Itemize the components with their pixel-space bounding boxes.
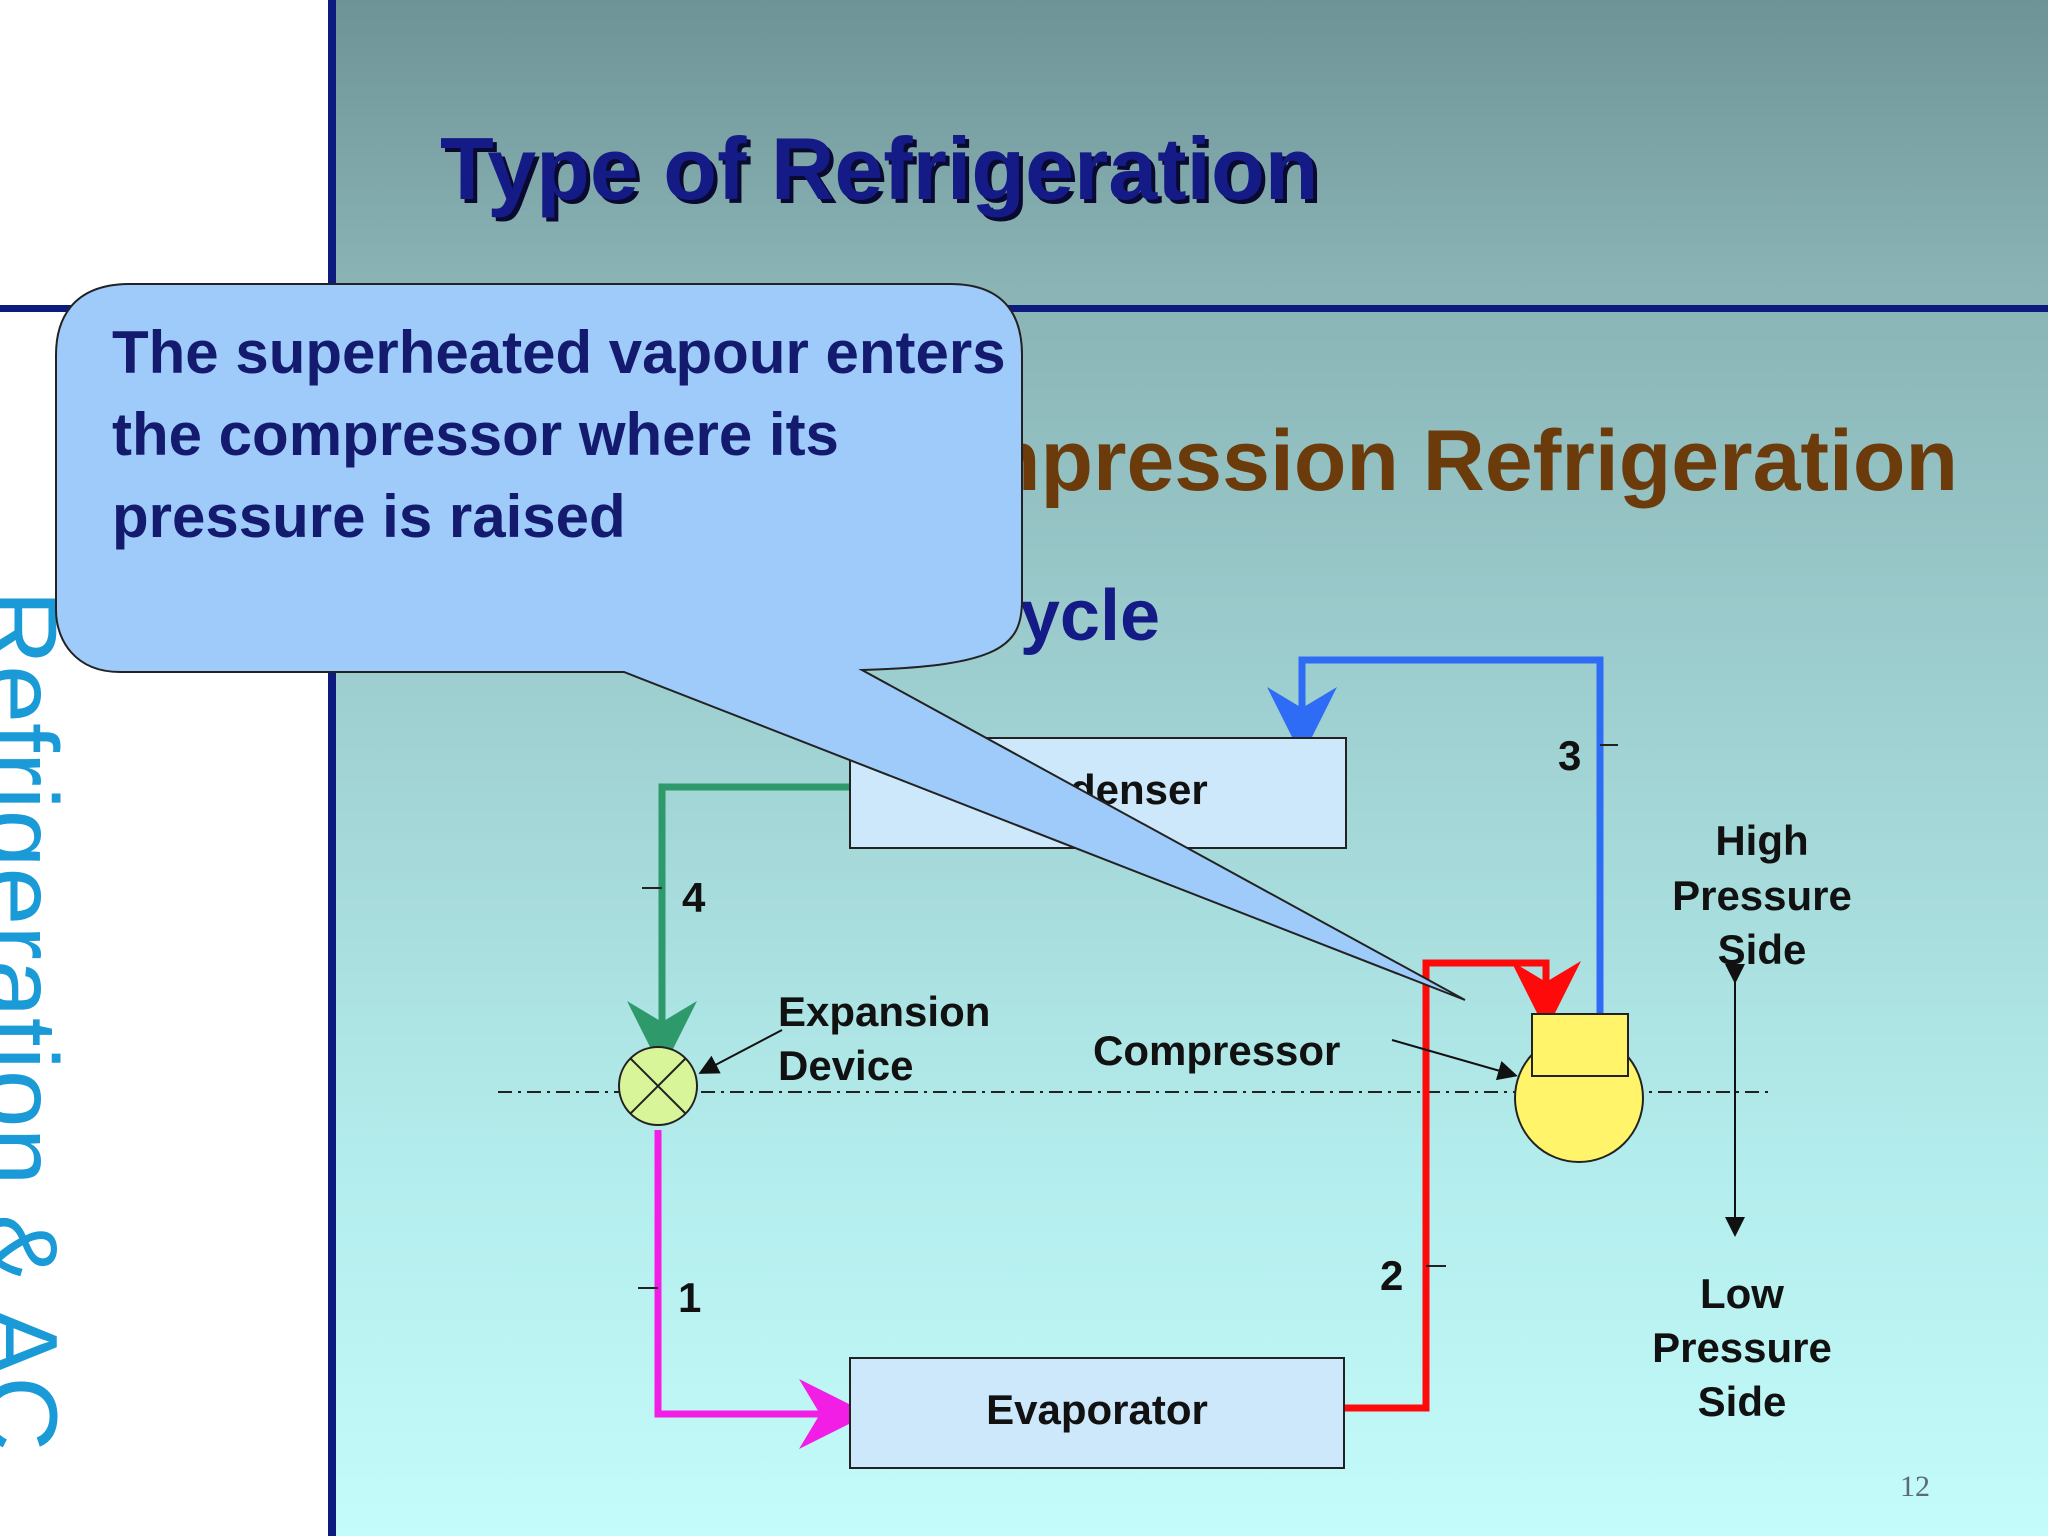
- page-number: 12: [1900, 1470, 1930, 1503]
- expansion-pointer-arrow: [698, 1029, 783, 1074]
- discharge-line: [1267, 656, 1604, 1016]
- low-side-label-line2: Pressure: [1652, 1324, 1832, 1371]
- slide-title: Type of Refrigeration: [440, 119, 1319, 218]
- expansion-device-label-line1: Expansion: [778, 988, 990, 1035]
- state-point-1: 1: [678, 1274, 701, 1321]
- compressor-icon: [1514, 1013, 1644, 1163]
- compressor-label: Compressor: [1093, 1027, 1340, 1074]
- state-point-2: 2: [1380, 1252, 1403, 1299]
- callout-text: The superheated vapour enters the compre…: [112, 319, 1006, 550]
- expansion-valve-icon: [618, 1046, 698, 1126]
- high-side-label-line1: High: [1715, 817, 1808, 864]
- suction-line: [1344, 959, 1581, 1412]
- liquid-line: [627, 783, 850, 1071]
- low-side-label-line1: Low: [1700, 1270, 1784, 1317]
- low-side-label-line3: Side: [1698, 1378, 1787, 1425]
- title-divider: [0, 305, 2048, 312]
- expansion-outlet-line: [654, 1130, 869, 1449]
- evaporator-box: [849, 1357, 1345, 1469]
- compressor-pointer-arrow: [1391, 1039, 1518, 1081]
- side-panel: [0, 0, 336, 1536]
- high-side-label-line2: Pressure: [1672, 872, 1852, 919]
- expansion-device-label-line2: Device: [778, 1042, 913, 1089]
- high-side-label-line3: Side: [1718, 926, 1807, 973]
- state-point-4: 4: [682, 874, 706, 921]
- state-point-3: 3: [1558, 732, 1581, 779]
- callout-bubble: [55, 283, 1466, 1001]
- evaporator-label: Evaporator: [986, 1386, 1208, 1433]
